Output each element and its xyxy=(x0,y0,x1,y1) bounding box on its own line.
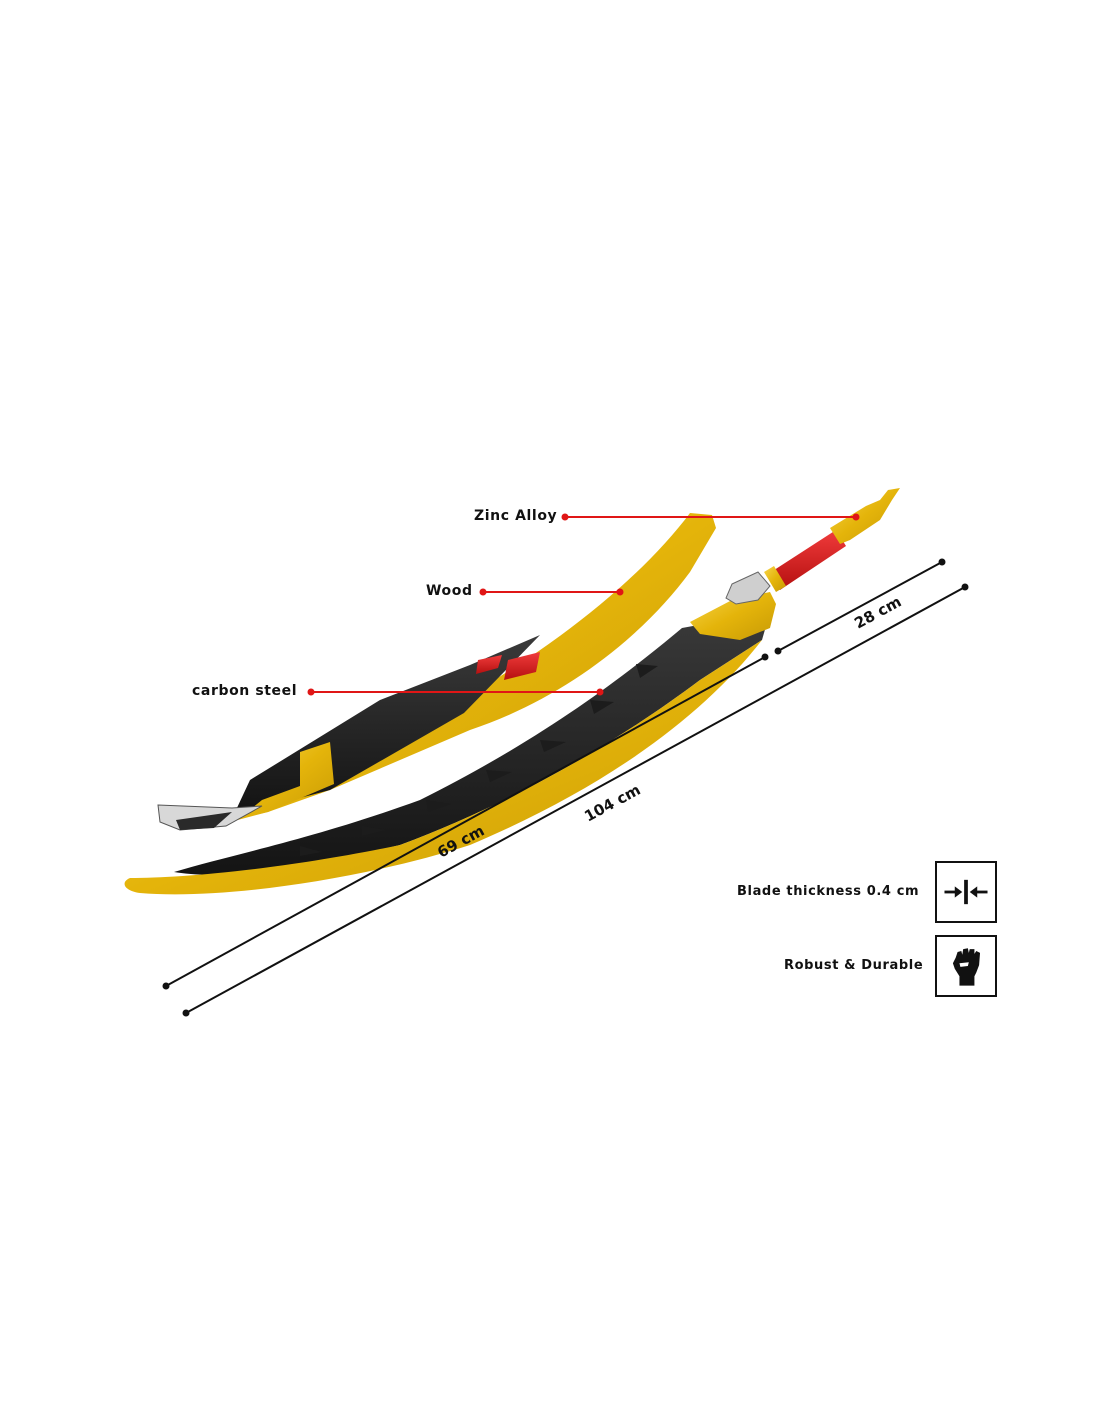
blade-thickness-label: Blade thickness 0.4 cm xyxy=(737,884,920,899)
scabbard-throat-gold xyxy=(240,742,334,818)
sword-handle xyxy=(768,530,846,590)
dimension-lines xyxy=(162,558,969,1017)
handle-dimension-line xyxy=(777,561,943,652)
sword-guard-silver xyxy=(725,571,771,605)
sword-guard xyxy=(690,592,776,640)
handle-dimension-label: 28 cm xyxy=(851,593,904,633)
handle-collar xyxy=(764,566,786,592)
raised-fist-icon xyxy=(952,948,981,986)
carbon-steel-label: carbon steel xyxy=(192,683,298,699)
wood-label: Wood xyxy=(426,583,473,599)
callout-lines xyxy=(307,513,860,696)
scabbard-red-mark-1 xyxy=(476,655,502,674)
total-dimension-label: 104 cm xyxy=(581,781,643,826)
durability-icon-box xyxy=(935,935,997,997)
sword xyxy=(124,488,900,895)
compress-arrows-icon xyxy=(944,879,988,905)
thickness-icon-box xyxy=(935,861,997,923)
handle-pommel xyxy=(830,488,900,544)
scabbard-mouth-dark xyxy=(176,812,232,830)
zinc-alloy-label: Zinc Alloy xyxy=(474,508,558,524)
blade-dimension-line xyxy=(165,656,766,987)
scabbard xyxy=(157,513,716,831)
blade-black xyxy=(174,612,770,875)
robust-durable-label: Robust & Durable xyxy=(784,958,924,973)
total-dimension-line xyxy=(185,586,966,1014)
blade-gold-edge xyxy=(124,640,762,895)
scabbard-gold-body xyxy=(230,513,716,822)
scabbard-red-mark-2 xyxy=(504,652,540,680)
